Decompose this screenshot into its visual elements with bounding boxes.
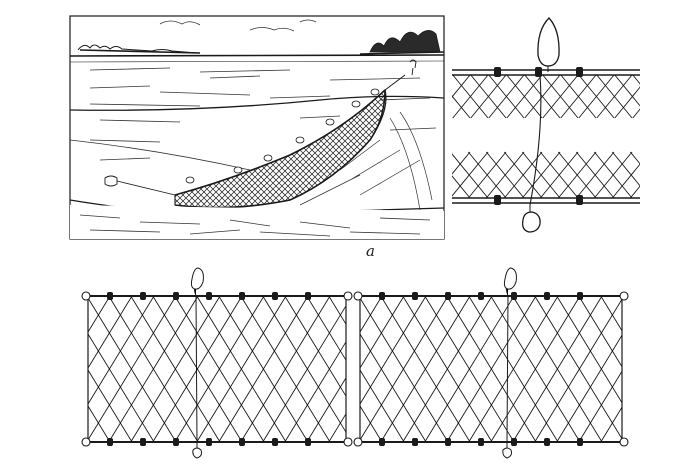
sinker-icon (192, 447, 202, 459)
sinker-icon (502, 447, 512, 459)
rope-knot (379, 292, 385, 300)
rope-knot (206, 438, 212, 446)
rope-knot (239, 438, 245, 446)
net-mesh (360, 295, 622, 443)
net-mesh (88, 295, 346, 443)
rope-knot (544, 438, 550, 446)
rope-knot (544, 292, 550, 300)
sinker-icon (521, 211, 541, 233)
rope-knot (272, 438, 278, 446)
float-icon (537, 17, 560, 67)
rope-knot (412, 438, 418, 446)
rope-knot (478, 292, 484, 300)
rope-knot (478, 438, 484, 446)
rope-knot (379, 438, 385, 446)
rope-knot (107, 292, 113, 300)
rope-knot (173, 438, 179, 446)
net-mesh (452, 151, 640, 199)
rope-knot (445, 438, 451, 446)
float-sinker-detail (452, 17, 640, 233)
rope-knot (140, 292, 146, 300)
seine-net-scene (69, 15, 445, 240)
rope-knot (577, 292, 583, 300)
rope-knot (412, 292, 418, 300)
rope-knot (305, 292, 311, 300)
rope-knot (272, 292, 278, 300)
rope-knot (140, 438, 146, 446)
rope-knot (511, 438, 517, 446)
figure-label: a (366, 242, 375, 260)
rope-knot (511, 292, 517, 300)
net-panel-left (81, 267, 353, 459)
float-icon (190, 267, 204, 290)
net-panel-right (353, 267, 629, 459)
rope-knot (206, 292, 212, 300)
rope-knot (107, 438, 113, 446)
rope-knot (239, 292, 245, 300)
rope-knot (305, 438, 311, 446)
rope-knot (577, 438, 583, 446)
rope-knot (173, 292, 179, 300)
net-mesh (452, 74, 640, 119)
float-icon (503, 267, 517, 290)
rope-knot (445, 292, 451, 300)
